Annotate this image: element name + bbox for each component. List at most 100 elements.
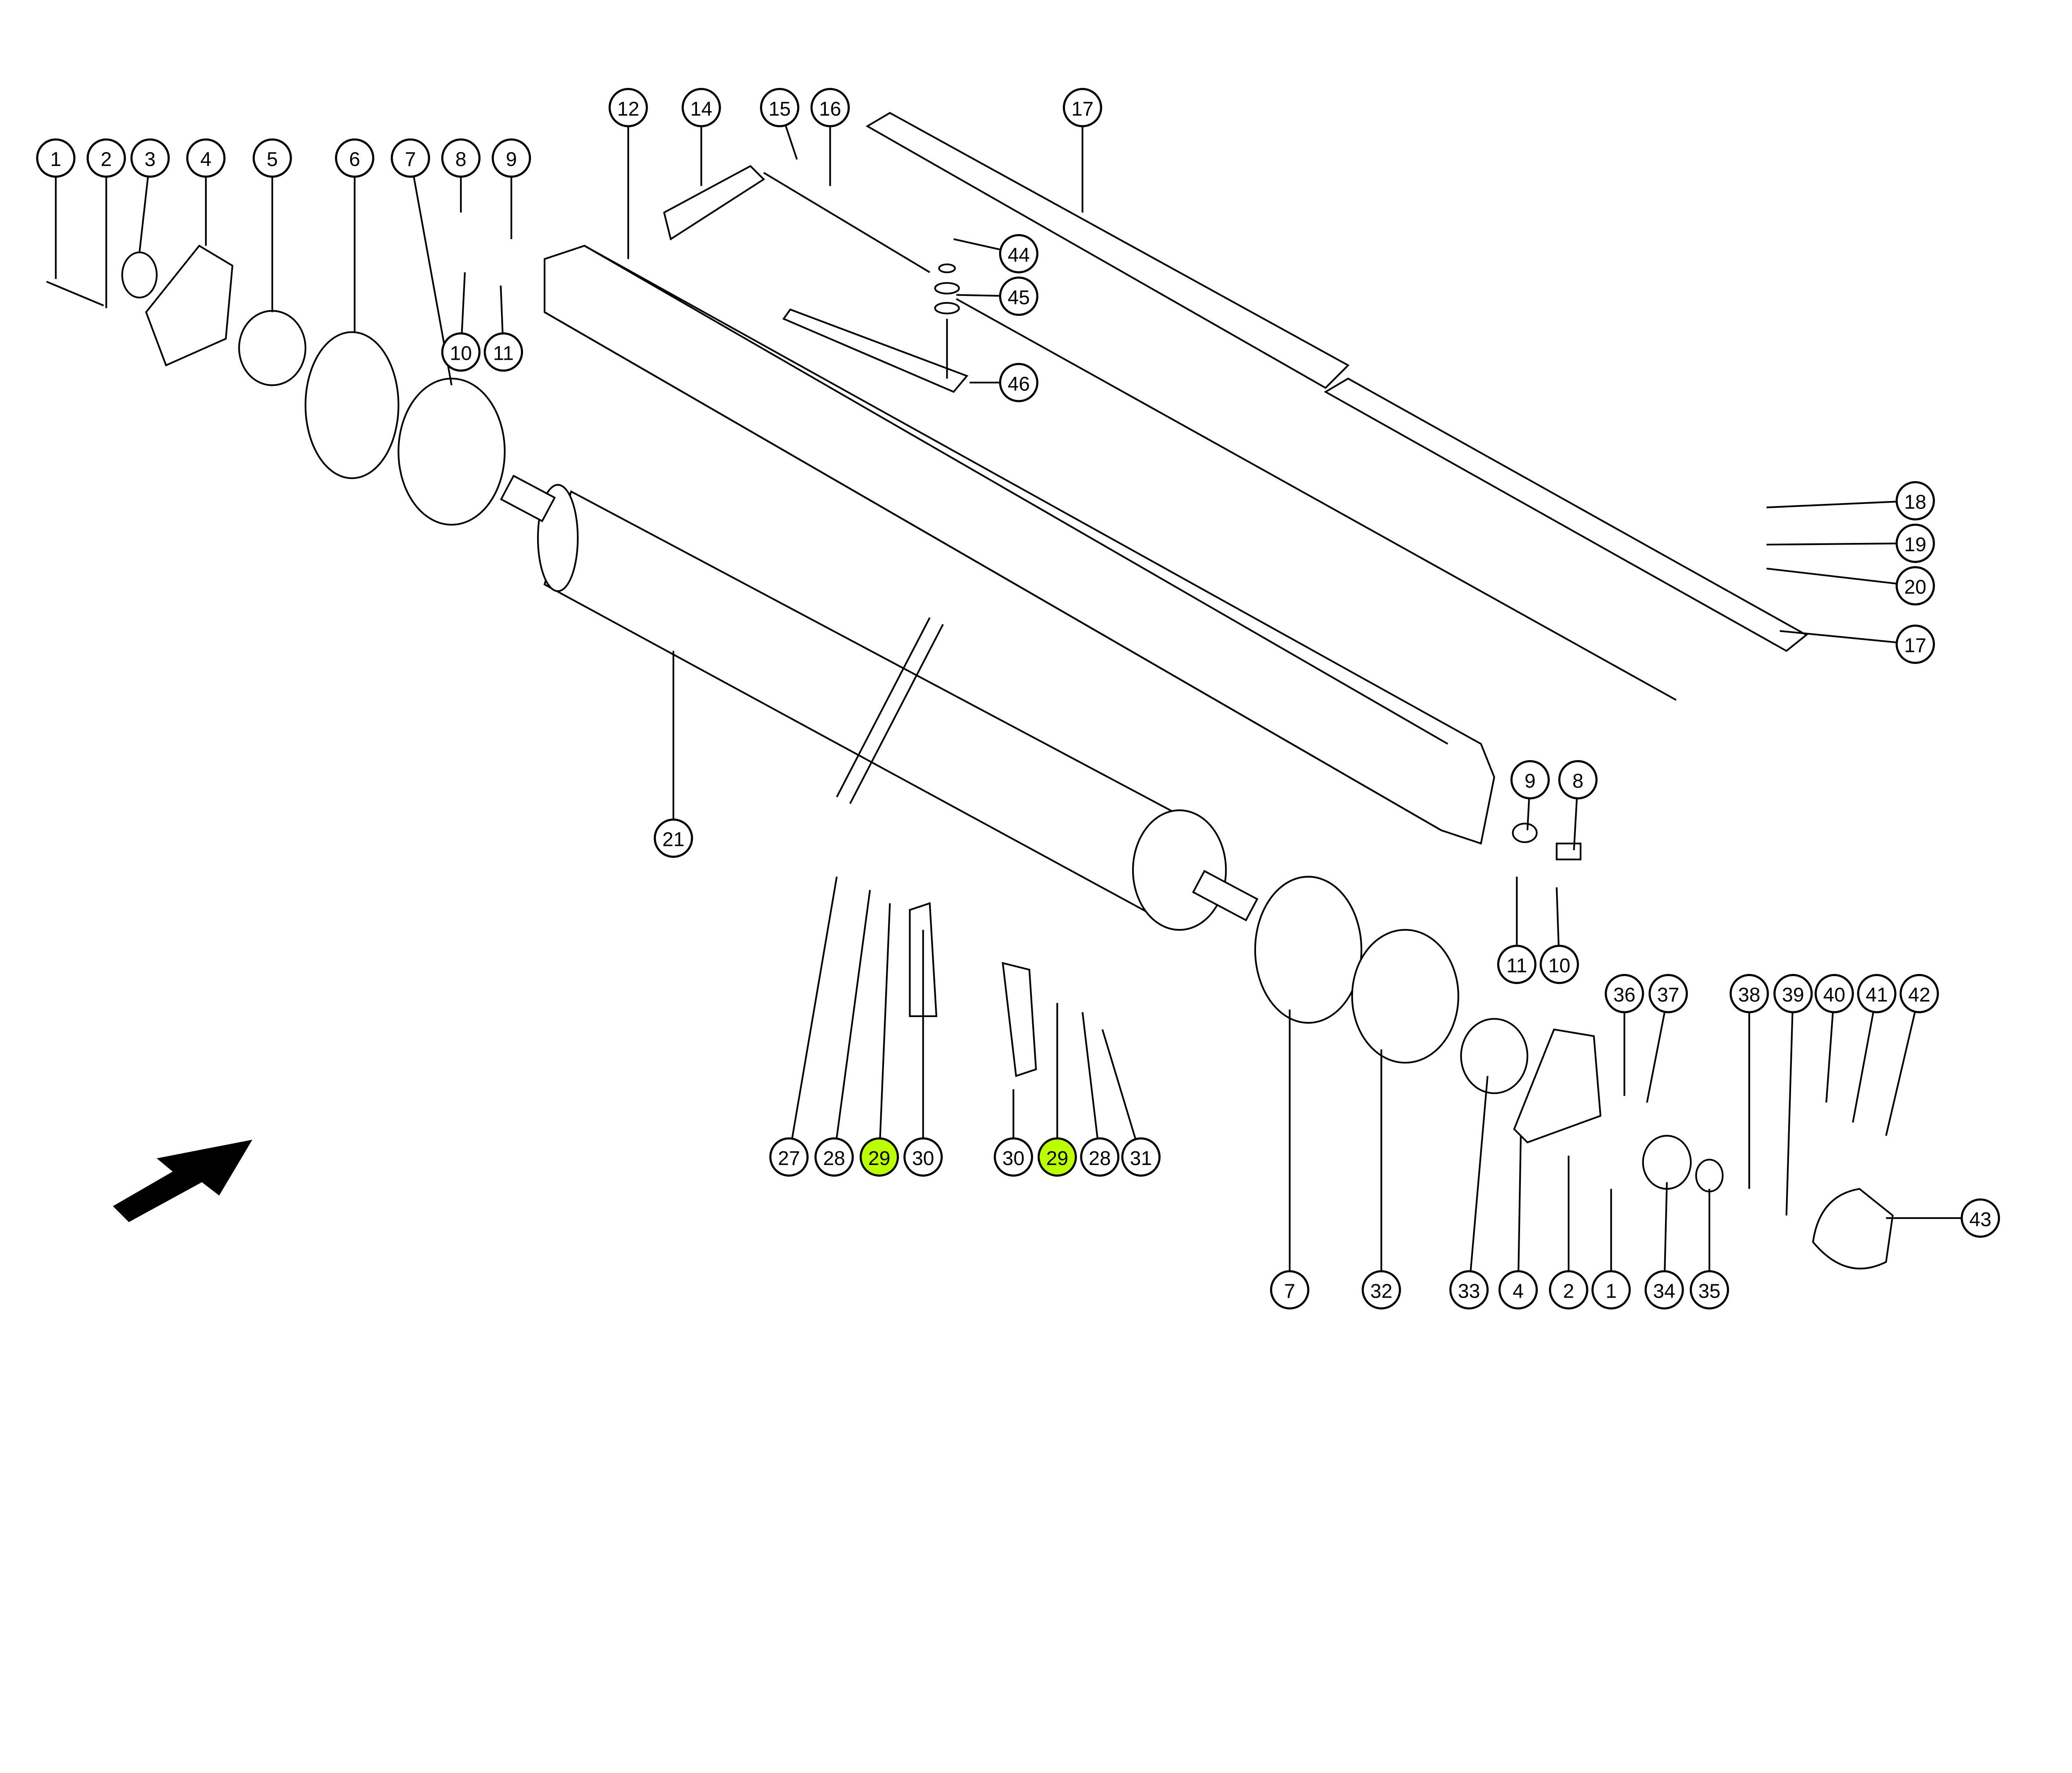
callout-17[interactable]: 17 [1063, 88, 1102, 213]
callout-circle [1644, 1270, 1684, 1310]
callout-circle [608, 88, 648, 128]
callout-11[interactable]: 11 [484, 286, 523, 372]
callout-46[interactable]: 46 [969, 363, 1038, 402]
callout-circle [994, 1137, 1033, 1177]
callout-7[interactable]: 7 [390, 138, 453, 385]
callout-39[interactable]: 39 [1773, 974, 1813, 1216]
plate-part-14 [663, 165, 765, 241]
callout-circle [130, 138, 170, 178]
callout-8[interactable]: 8 [1558, 760, 1598, 850]
callout-circle [810, 88, 850, 128]
callout-circle [1549, 1270, 1588, 1310]
callout-label: 20 [1904, 576, 1926, 598]
callout-37[interactable]: 37 [1646, 974, 1688, 1103]
beam-edge [544, 311, 1442, 831]
callout-circle [1361, 1270, 1401, 1310]
callout-4[interactable]: 4 [186, 138, 226, 246]
bearing-part-5 [238, 310, 307, 386]
callout-circle [1063, 88, 1102, 128]
callout-label: 29 [1046, 1147, 1068, 1170]
callout-label: 44 [1008, 244, 1030, 266]
callout-29[interactable]: 29 [1037, 1003, 1077, 1177]
callout-10[interactable]: 10 [1539, 887, 1579, 984]
leader-line [879, 903, 891, 1138]
callout-33[interactable]: 33 [1449, 1075, 1489, 1310]
callout-circle [1895, 523, 1935, 563]
callout-1[interactable]: 1 [1591, 1189, 1631, 1310]
bolt-part-8 [1556, 843, 1582, 860]
callout-27[interactable]: 27 [769, 877, 838, 1177]
callout-circle [681, 88, 721, 128]
callout-circle [1591, 1270, 1631, 1310]
callout-28[interactable]: 28 [1080, 1012, 1120, 1177]
callout-9[interactable]: 9 [1510, 760, 1550, 831]
callout-34[interactable]: 34 [1644, 1182, 1684, 1310]
housing-part-32 [1351, 929, 1460, 1064]
callout-label: 33 [1458, 1280, 1480, 1302]
callout-30[interactable]: 30 [994, 1089, 1033, 1177]
callout-32[interactable]: 32 [1361, 1049, 1401, 1310]
callout-10[interactable]: 10 [441, 272, 481, 372]
seal-part-3 [121, 251, 158, 299]
callout-16[interactable]: 16 [810, 88, 850, 186]
leader-line [1518, 1136, 1522, 1272]
callout-41[interactable]: 41 [1852, 974, 1897, 1123]
callout-42[interactable]: 42 [1885, 974, 1939, 1136]
callout-14[interactable]: 14 [681, 88, 721, 186]
leader-line [1785, 1012, 1794, 1216]
callout-circle [1539, 945, 1579, 984]
callout-label: 1 [1605, 1280, 1617, 1302]
callout-21[interactable]: 21 [654, 651, 693, 858]
callout-1[interactable]: 1 [36, 138, 76, 279]
callout-38[interactable]: 38 [1729, 974, 1769, 1189]
callout-circle [252, 138, 292, 178]
callout-8[interactable]: 8 [441, 138, 481, 213]
callout-label: 35 [1698, 1280, 1720, 1302]
callout-12[interactable]: 12 [608, 88, 648, 259]
callout-circle [1510, 760, 1550, 799]
callout-circle [1690, 1270, 1729, 1310]
callout-2[interactable]: 2 [86, 138, 126, 308]
callout-28[interactable]: 28 [814, 890, 871, 1177]
callout-35[interactable]: 35 [1690, 1189, 1729, 1310]
callout-9[interactable]: 9 [491, 138, 531, 239]
callout-label: 45 [1008, 286, 1030, 309]
callout-label: 28 [823, 1147, 845, 1170]
callout-18[interactable]: 18 [1766, 481, 1935, 521]
callout-31[interactable]: 31 [1101, 1029, 1161, 1177]
callout-15[interactable]: 15 [760, 88, 799, 160]
callout-44[interactable]: 44 [953, 234, 1038, 274]
callout-6[interactable]: 6 [335, 138, 375, 332]
callout-circle [1121, 1137, 1161, 1177]
callout-circle [1648, 974, 1688, 1013]
callout-5[interactable]: 5 [252, 138, 292, 312]
callout-36[interactable]: 36 [1605, 974, 1644, 1096]
callout-29[interactable]: 29 [859, 903, 899, 1177]
callout-45[interactable]: 45 [956, 276, 1038, 316]
callout-label: 10 [450, 342, 472, 365]
callout-4[interactable]: 4 [1498, 1136, 1538, 1310]
callout-label: 7 [1284, 1280, 1295, 1302]
callout-circle [86, 138, 126, 178]
callout-43[interactable]: 43 [1886, 1198, 2000, 1238]
callout-3[interactable]: 3 [130, 138, 170, 253]
callout-7[interactable]: 7 [1270, 1009, 1310, 1310]
callout-11[interactable]: 11 [1497, 877, 1537, 984]
callout-label: 37 [1657, 984, 1679, 1006]
callout-label: 34 [1653, 1280, 1675, 1302]
callout-40[interactable]: 40 [1814, 974, 1854, 1103]
callout-label: 6 [349, 148, 360, 171]
callout-circle [1729, 974, 1769, 1013]
callout-label: 16 [819, 98, 841, 120]
bearing-part-33 [1460, 1018, 1528, 1094]
washer-part-45 [934, 282, 960, 295]
callout-30[interactable]: 30 [903, 930, 943, 1177]
callout-20[interactable]: 20 [1766, 566, 1935, 606]
callout-circle [814, 1137, 854, 1177]
rod-part-16 [956, 298, 1677, 701]
callout-circle [1895, 625, 1935, 664]
callout-19[interactable]: 19 [1766, 523, 1935, 563]
callout-2[interactable]: 2 [1549, 1155, 1588, 1310]
callout-17[interactable]: 17 [1779, 625, 1935, 664]
callout-circle [186, 138, 226, 178]
